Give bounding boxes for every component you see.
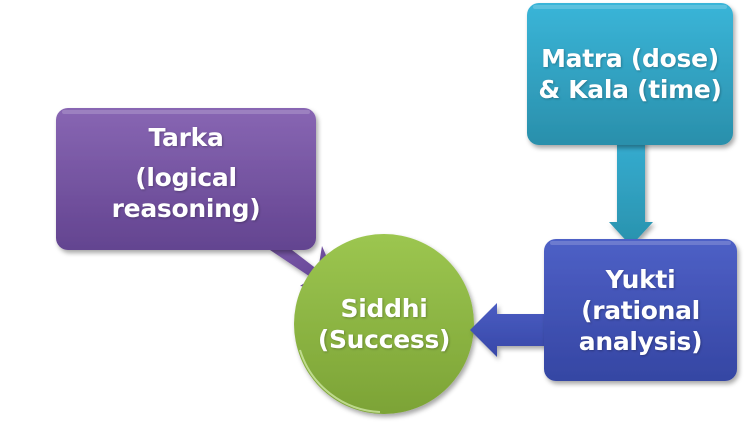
matra-kala-label: Matra (dose) & Kala (time)	[527, 3, 733, 145]
yukti-line2: (rational	[581, 295, 700, 325]
matra-kala-box	[527, 3, 733, 145]
arrow-matra-to-yukti	[609, 140, 653, 246]
tarka-label: Tarka (logical reasoning)	[56, 108, 316, 250]
siddhi-circle-highlight	[299, 349, 381, 413]
tarka-title: Tarka	[148, 123, 224, 152]
yukti-line3: analysis)	[578, 326, 703, 356]
yukti-label: Yukti (rational analysis)	[544, 239, 737, 381]
tarka-box-highlight	[62, 110, 310, 114]
matra-line1: Matra (dose)	[541, 44, 719, 73]
yukti-box	[544, 239, 737, 381]
siddhi-line1: Siddhi	[340, 294, 428, 323]
tarka-subtitle-line1: (logical	[135, 163, 237, 192]
tarka-box	[56, 108, 316, 250]
yukti-line1: Yukti	[605, 264, 676, 294]
arrow-yukti-to-siddhi	[470, 303, 548, 357]
tarka-subtitle-line2: reasoning)	[111, 194, 261, 223]
matra-box-highlight	[533, 5, 727, 9]
siddhi-label: Siddhi (Success)	[294, 234, 474, 414]
siddhi-line2: (Success)	[317, 325, 451, 354]
siddhi-circle	[294, 234, 474, 414]
matra-line2: & Kala (time)	[538, 75, 722, 104]
yukti-box-highlight	[550, 241, 731, 245]
